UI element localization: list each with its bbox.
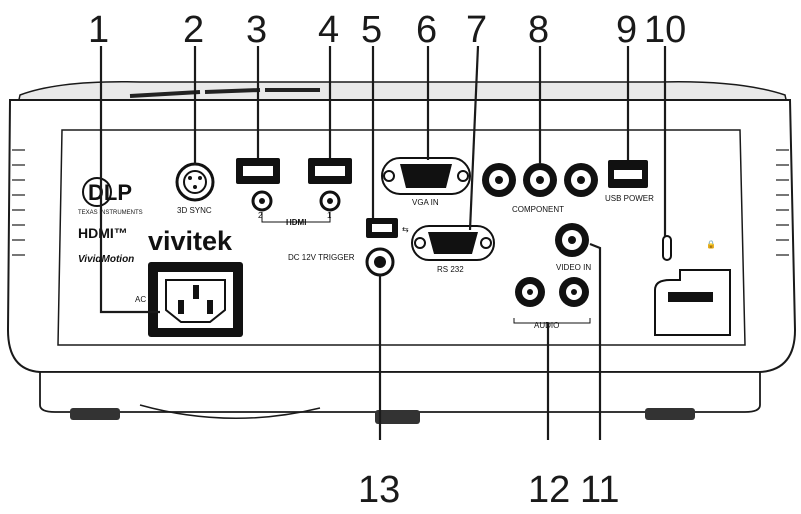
ac-power-socket bbox=[148, 262, 243, 337]
label-hdmi: HDMI bbox=[286, 218, 306, 227]
video-in-port bbox=[555, 223, 589, 257]
sync-3d-port bbox=[175, 162, 215, 202]
vividmotion-logo: VividMotion bbox=[78, 254, 134, 265]
callout-11: 11 bbox=[580, 469, 619, 509]
callout-lines bbox=[99, 45, 667, 440]
callout-12: 12 bbox=[528, 469, 570, 509]
hdmi-logo: HDMI™ bbox=[78, 225, 128, 241]
dlp-logo: DLP TEXAS INSTRUMENTS bbox=[78, 177, 143, 216]
audio-ports bbox=[513, 277, 591, 324]
label-component: COMPONENT bbox=[512, 205, 564, 214]
label-ac: AC bbox=[135, 295, 146, 304]
component-ports bbox=[482, 163, 598, 197]
projector-body bbox=[6, 81, 797, 424]
callout-1: 1 bbox=[88, 9, 109, 51]
callout-7: 7 bbox=[466, 9, 487, 51]
hdmi-1-port bbox=[308, 158, 352, 212]
callout-13: 13 bbox=[358, 469, 400, 509]
callout-8: 8 bbox=[528, 9, 549, 51]
label-usb-power: USB POWER bbox=[605, 194, 654, 203]
label-3d-sync: 3D SYNC bbox=[177, 206, 212, 215]
label-hdmi-2: 2 bbox=[258, 211, 263, 220]
vivitek-logo: vivitek bbox=[148, 226, 233, 256]
usb-power-port bbox=[608, 160, 648, 188]
callout-9: 9 bbox=[616, 9, 637, 51]
hdmi-2-port bbox=[236, 158, 280, 212]
callout-2: 2 bbox=[183, 9, 204, 51]
vga-in-port bbox=[381, 157, 471, 195]
security-bar bbox=[654, 269, 731, 336]
svg-text:🔒: 🔒 bbox=[706, 240, 716, 249]
callout-3: 3 bbox=[246, 9, 267, 51]
dlp-text: DLP bbox=[88, 180, 132, 205]
callout-10: 10 bbox=[644, 9, 686, 51]
label-video-in: VIDEO IN bbox=[556, 263, 591, 272]
label-hdmi-1: 1 bbox=[327, 211, 332, 220]
service-usb-port: ⇆ bbox=[366, 218, 409, 238]
label-audio: AUDIO bbox=[534, 321, 559, 330]
label-rs232: RS 232 bbox=[437, 265, 464, 274]
dc-12v-trigger-port bbox=[365, 247, 395, 277]
rs232-port bbox=[411, 225, 495, 261]
label-dc-trigger: DC 12V TRIGGER bbox=[288, 253, 355, 262]
callout-numbers: 1 2 3 4 5 6 7 8 9 10 11 12 13 bbox=[88, 9, 686, 511]
svg-text:⇆: ⇆ bbox=[402, 225, 409, 234]
callout-5: 5 bbox=[361, 9, 382, 51]
callout-4: 4 bbox=[318, 9, 339, 51]
texas-instruments-text: TEXAS INSTRUMENTS bbox=[78, 210, 143, 216]
kensington-lock-slot: 🔒 bbox=[662, 235, 716, 261]
label-vga-in: VGA IN bbox=[412, 198, 439, 207]
callout-6: 6 bbox=[416, 9, 437, 51]
